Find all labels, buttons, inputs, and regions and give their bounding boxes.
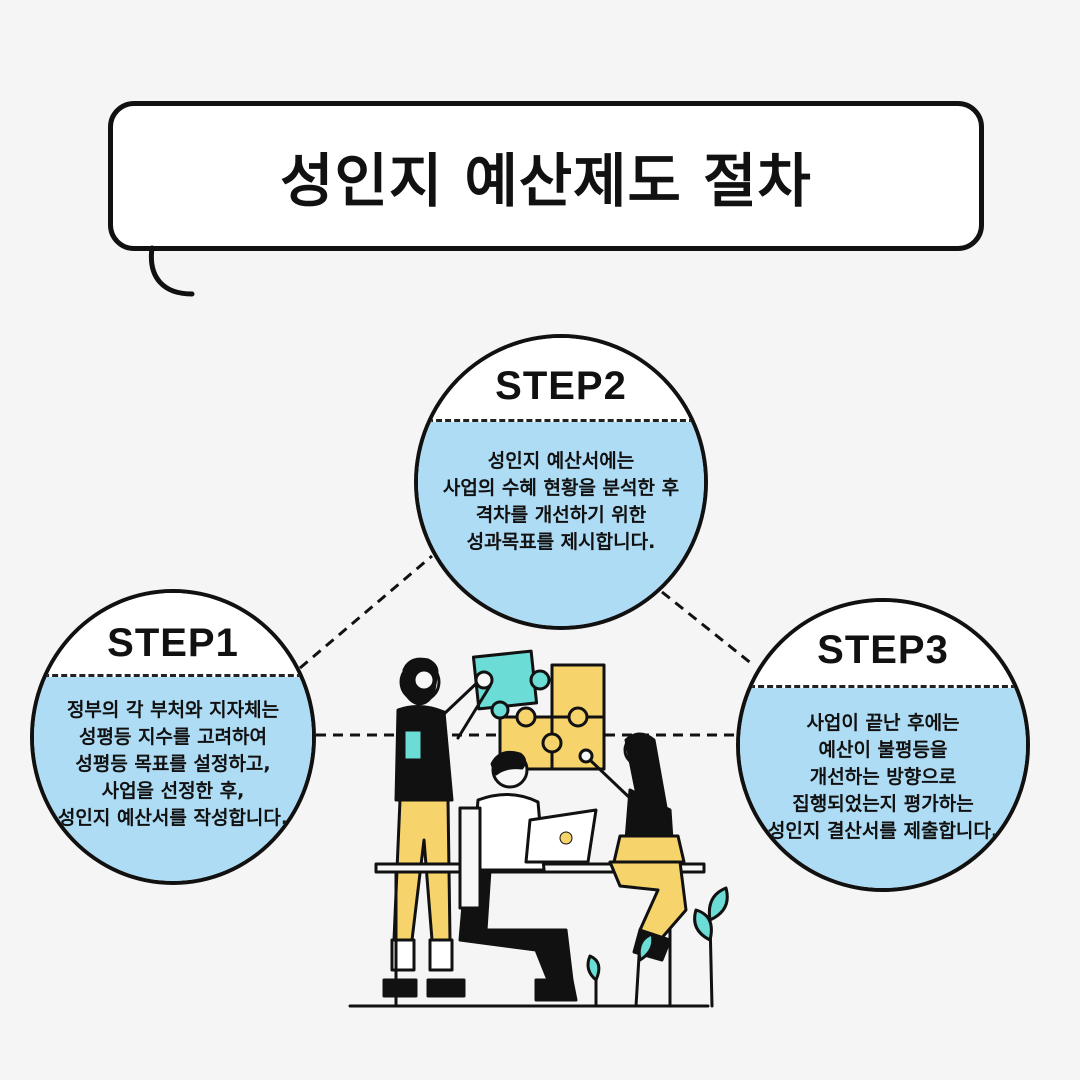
title-bubble: 성인지 예산제도 절차: [108, 101, 984, 251]
step1-line: 정부의 각 부처와 지자체는: [66, 699, 280, 721]
step1-circle: STEP1 정부의 각 부처와 지자체는 성평등 지수를 고려하여 성평등 목표…: [30, 589, 316, 885]
puzzle-teal-icon: [471, 649, 551, 720]
step1-line: 성평등 지수를 고려하여: [78, 726, 268, 748]
team-puzzle-illustration-icon: [348, 649, 729, 1008]
step2-circle: STEP2 성인지 예산서에는 사업의 수혜 현황을 분석한 후 격차를 개선하…: [414, 334, 708, 630]
step2-line: 격차를 개선하기 위한: [475, 504, 647, 526]
page-title: 성인지 예산제도 절차: [280, 147, 812, 215]
step3-line: 개선하는 방향으로: [809, 766, 957, 788]
step3-line: 집행되었는지 평가하는: [792, 793, 974, 815]
step1-line: 성인지 예산서를 작성합니다.: [57, 807, 289, 829]
step2-text: 성인지 예산서에는 사업의 수혜 현황을 분석한 후 격차를 개선하기 위한 성…: [443, 448, 679, 556]
standing-man-icon: [382, 657, 494, 998]
plant-icon: [586, 886, 729, 1008]
step3-label: STEP3: [817, 628, 949, 672]
step2-line: 성인지 예산서에는: [487, 450, 635, 472]
step2-label: STEP2: [495, 364, 627, 408]
step2-header: STEP2: [418, 338, 704, 422]
connector-step1-step2: [299, 554, 433, 670]
step2-body: 성인지 예산서에는 사업의 수혜 현황을 분석한 후 격차를 개선하기 위한 성…: [418, 422, 704, 626]
seated-man-icon: [458, 750, 598, 1002]
step3-line: 사업이 끝난 후에는: [806, 712, 960, 734]
speech-bubble-tail-icon: [148, 245, 195, 297]
step3-line: 예산이 불평등을: [818, 739, 948, 761]
step3-text: 사업이 끝난 후에는 예산이 불평등을 개선하는 방향으로 집행되었는지 평가하…: [768, 710, 998, 845]
step1-label: STEP1: [107, 621, 239, 665]
step2-line: 성과목표를 제시합니다.: [466, 531, 656, 553]
step3-header: STEP3: [740, 602, 1026, 688]
step1-body: 정부의 각 부처와 지자체는 성평등 지수를 고려하여 성평등 목표를 설정하고…: [34, 677, 312, 881]
step2-line: 사업의 수혜 현황을 분석한 후: [442, 477, 680, 499]
step1-text: 정부의 각 부처와 지자체는 성평등 지수를 고려하여 성평등 목표를 설정하고…: [58, 697, 288, 832]
step3-line: 성인지 결산서를 제출합니다.: [767, 820, 999, 842]
step3-circle: STEP3 사업이 끝난 후에는 예산이 불평등을 개선하는 방향으로 집행되었…: [736, 598, 1030, 892]
step1-line: 성평등 목표를 설정하고,: [75, 753, 271, 775]
step1-line: 사업을 선정한 후,: [101, 780, 245, 802]
step3-body: 사업이 끝난 후에는 예산이 불평등을 개선하는 방향으로 집행되었는지 평가하…: [740, 688, 1026, 888]
step1-header: STEP1: [34, 593, 312, 677]
